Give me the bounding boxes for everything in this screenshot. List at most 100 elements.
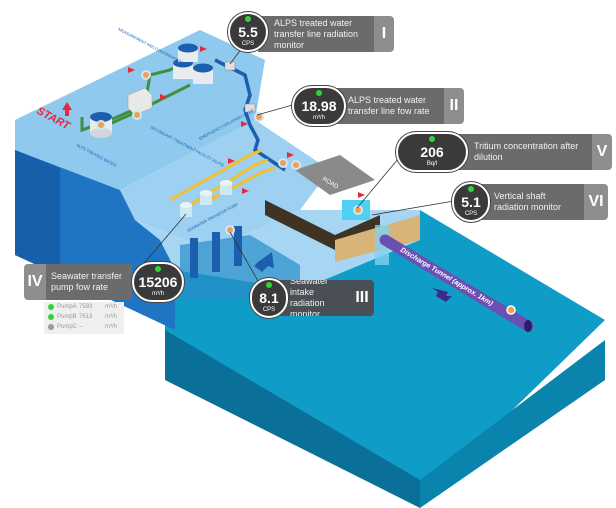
pump-status-dot [48, 324, 54, 330]
flow-arrow-red-icon [287, 152, 294, 158]
blue-pipe [214, 58, 286, 172]
transfer-valve [224, 61, 236, 71]
monitor-ii-panel: ALPS treated water transfer line fow rat… [332, 88, 444, 124]
isolation-valve [244, 103, 256, 113]
sea-right-face [420, 340, 605, 508]
monitor-v-id: V [592, 134, 612, 170]
monitor-iii-label: Seawater intake radiation monitor [290, 280, 329, 316]
status-dot [266, 282, 272, 288]
pump-status-dot [48, 304, 54, 310]
monitor-ii-label: ALPS treated water transfer line fow rat… [348, 95, 430, 116]
intake-wall-1 [190, 238, 198, 278]
monitor-iii-id: III [350, 280, 374, 316]
monitor-i-value: 5.5 [238, 24, 258, 40]
flow-arrow-red-icon [242, 188, 249, 194]
flow-arrow-red-icon [358, 192, 365, 198]
monitor-v-unit: Bq/l [426, 161, 438, 167]
leader-line [356, 151, 405, 209]
monitor-iii-callout[interactable]: Seawater intake radiation monitor III 8.… [250, 278, 374, 318]
flow-arrow-red-icon [200, 46, 207, 52]
status-dot [155, 266, 161, 272]
monitor-vi-badge: 5.1 CPS [452, 182, 490, 222]
monitor-ii-unit: m³/h [313, 115, 325, 121]
monitor-iv-value: 15206 [138, 274, 178, 290]
pump-status-dot [48, 314, 54, 320]
pump-unit: m³/h [105, 304, 117, 310]
sensor-icon [291, 160, 301, 170]
sensor-icon [278, 158, 288, 168]
flow-arrow-red-icon [241, 121, 248, 127]
pump-value: 7613 [79, 314, 93, 320]
monitor-i-callout[interactable]: ALPS treated water transfer line radiati… [228, 12, 394, 52]
tunnel-sensor-icon [506, 305, 516, 315]
monitor-i-panel: ALPS treated water transfer line radiati… [258, 16, 374, 52]
sensor-icon [353, 205, 363, 215]
pump-row: PumpB 7613 m³/h [44, 312, 124, 322]
pump-unit: m³/h [105, 324, 117, 330]
monitor-iv-panel: Seawater transfer pump fow rate [46, 264, 132, 300]
discharge-tunnel [379, 234, 534, 332]
monitor-iv-badge: 15206 m³/h [132, 262, 184, 302]
flow-arrow-red-icon [228, 158, 235, 164]
monitor-iv-unit: m³/h [152, 291, 164, 297]
monitor-i-badge: 5.5 CPS [228, 12, 268, 52]
flow-arrow-icon [432, 288, 452, 302]
leader-line [229, 231, 263, 289]
monitor-ii-callout[interactable]: ALPS treated water transfer line fow rat… [292, 86, 464, 126]
monitor-ii-badge: 18.98 m³/h [292, 86, 346, 126]
status-dot [316, 90, 322, 96]
intake-arrow-icon [254, 252, 274, 272]
monitor-v-panel: Tritium concentration after dilution [452, 134, 592, 170]
land-side-shadow [15, 150, 60, 275]
pump-name: PumpA [57, 304, 77, 310]
flow-arrow-red-icon [160, 94, 167, 100]
monitor-v-value: 206 [420, 144, 444, 160]
sensor-icon [132, 110, 142, 120]
secondary-treatment-building [127, 87, 153, 116]
monitor-v-label: Tritium concentration after dilution [474, 141, 579, 162]
sensor-icon [96, 120, 106, 130]
monitor-vi-id: VI [584, 184, 608, 220]
monitor-vi-panel: Vertical shaft radiation monitor [478, 184, 584, 220]
pump-row: PumpA 7593 m³/h [44, 302, 124, 312]
monitor-iii-badge: 8.1 CPS [250, 278, 288, 318]
pump-status-table: PumpA 7593 m³/h PumpB 7613 m³/h PumpC --… [44, 302, 124, 334]
monitor-iii-value: 8.1 [259, 290, 279, 306]
monitor-vi-unit: CPS [464, 211, 478, 217]
pump-unit: m³/h [105, 314, 117, 320]
status-dot [245, 16, 251, 22]
monitor-i-id: I [374, 16, 394, 52]
pump-name: PumpB [57, 314, 77, 320]
monitor-vi-callout[interactable]: Vertical shaft radiation monitor VI 5.1 … [452, 182, 608, 222]
pump-value: 7593 [79, 304, 93, 310]
monitor-iv-id: IV [24, 264, 46, 300]
sea-front [165, 330, 420, 508]
status-dot [429, 136, 435, 142]
monitor-i-label: ALPS treated water transfer line radiati… [274, 17, 359, 50]
monitor-iii-panel: Seawater intake radiation monitor [278, 280, 350, 316]
road-block [295, 155, 375, 195]
pump-row: PumpC -- m³/h [44, 322, 124, 332]
sensor-icon [141, 70, 151, 80]
monitor-ii-value: 18.98 [301, 98, 337, 114]
sensor-icon [225, 225, 235, 235]
leader-line [256, 103, 297, 116]
tunnel-outlet [524, 320, 532, 332]
monitor-i-unit: CPS [241, 41, 255, 47]
status-dot [468, 186, 474, 192]
monitor-ii-id: II [444, 88, 464, 124]
monitor-iv-label: Seawater transfer pump fow rate [51, 271, 123, 292]
yellow-pipe-2 [189, 158, 269, 207]
monitor-vi-label: Vertical shaft radiation monitor [494, 191, 562, 212]
monitor-iii-unit: CPS [262, 307, 276, 313]
leader-line [371, 200, 455, 216]
pump-name: PumpC [57, 324, 78, 330]
monitor-v-callout[interactable]: Tritium concentration after dilution V 2… [396, 132, 612, 172]
yellow-pipe-1 [169, 148, 263, 202]
monitor-v-badge: 206 Bq/l [396, 132, 468, 172]
monitor-vi-value: 5.1 [461, 194, 481, 210]
intake-wall-2 [212, 232, 220, 272]
measurement-tanks [173, 43, 213, 84]
flow-arrow-red-icon [128, 67, 135, 73]
monitor-iv-callout[interactable]: IV Seawater transfer pump fow rate 15206… [24, 262, 184, 302]
